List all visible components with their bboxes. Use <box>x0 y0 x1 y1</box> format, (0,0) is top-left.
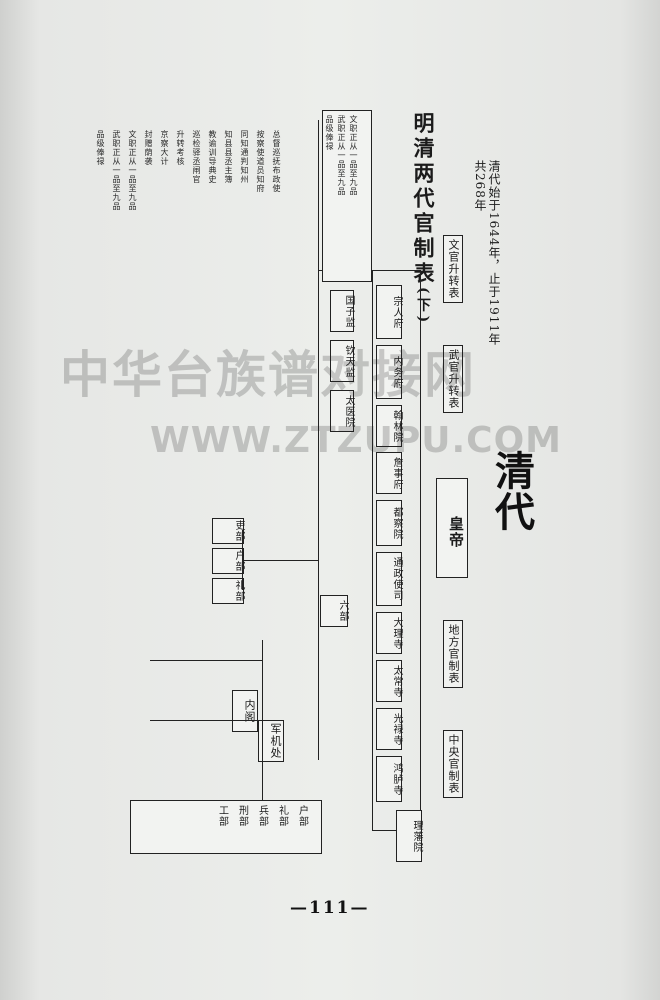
document-subtitle-2: 共268年 <box>473 160 487 212</box>
text-col-6: 巡检驿丞闸官 <box>192 130 201 184</box>
header-box-local: 地方官制表 <box>443 620 463 688</box>
page-number: —111— <box>290 898 370 918</box>
document-subtitle-1: 清代始于1644年，止于1911年 <box>487 160 501 347</box>
text-col-7: 升转考核 <box>176 130 185 166</box>
cabinet-box: 内阁 <box>232 690 258 732</box>
rank-col-3: 品级俸禄 <box>325 115 334 151</box>
mid-office-3: 太医院 <box>330 390 354 432</box>
office-box-3: 翰林院 <box>376 405 402 447</box>
office-box-11: 理藩院 <box>396 810 422 862</box>
text-col-5: 教谕训导典史 <box>208 130 217 184</box>
text-col-11: 武职正从一品至九品 <box>112 130 121 211</box>
rank-col-2: 武职正从一品至九品 <box>337 115 346 196</box>
text-col-10: 文职正从一品至九品 <box>128 130 137 211</box>
text-col-4: 知县县丞主簿 <box>224 130 233 184</box>
rank-col-1: 文职正从一品至九品 <box>349 115 358 196</box>
left-connector-h <box>242 560 318 561</box>
lower-branch-1 <box>150 660 262 661</box>
ministry-1: 户部 <box>296 805 308 827</box>
mid-office-2: 钦天监 <box>330 340 354 382</box>
text-col-9: 封赠荫袭 <box>144 130 153 166</box>
ministries-box: 户部 礼部 兵部 刑部 工部 <box>130 800 322 854</box>
text-col-2: 按察使道员知府 <box>256 130 265 193</box>
mid-office-1: 国子监 <box>330 290 354 332</box>
ministry-5: 工部 <box>216 805 228 827</box>
six-ministries-box: 六部 <box>320 595 348 627</box>
emperor-box: 皇帝 <box>436 478 468 578</box>
header-box-military: 武官升转表 <box>443 345 463 413</box>
text-col-3: 同知通判知州 <box>240 130 249 184</box>
trunk-line-right <box>420 270 421 830</box>
office-box-8: 太常寺 <box>376 660 402 702</box>
office-box-4: 詹事府 <box>376 452 402 494</box>
office-box-10: 鸿胪寺 <box>376 756 402 802</box>
ministry-4: 刑部 <box>236 805 248 827</box>
trunk-line-mid <box>372 270 373 830</box>
text-col-1: 总督巡抚布政使 <box>272 130 281 193</box>
header-box-civil: 文官升转表 <box>443 235 463 303</box>
left-office-2: 户部 <box>212 548 244 574</box>
left-office-1: 吏部 <box>212 518 244 544</box>
rank-table-box: 文职正从一品至九品 武职正从一品至九品 品级俸禄 <box>322 110 372 282</box>
office-box-5: 都察院 <box>376 500 402 546</box>
text-col-8: 京察大计 <box>160 130 169 166</box>
office-box-9: 光禄寺 <box>376 708 402 750</box>
lower-trunk <box>262 640 263 800</box>
office-box-2: 内务府 <box>376 345 402 399</box>
header-box-central: 中央官制表 <box>443 730 463 798</box>
office-box-1: 宗人府 <box>376 285 402 339</box>
trunk-line-left <box>318 120 319 760</box>
ministry-2: 礼部 <box>276 805 288 827</box>
office-box-7: 大理寺 <box>376 612 402 654</box>
dynasty-name: 清代 <box>488 450 535 532</box>
ministry-3: 兵部 <box>256 805 268 827</box>
lower-branch-2 <box>150 720 262 721</box>
watermark-cn: 中华台族谱对接网 <box>60 346 476 404</box>
text-col-12: 品级俸禄 <box>96 130 105 166</box>
left-office-3: 礼部 <box>212 578 244 604</box>
office-box-6: 通政使司 <box>376 552 402 606</box>
document-title: 明清两代官制表(下) <box>411 112 436 327</box>
